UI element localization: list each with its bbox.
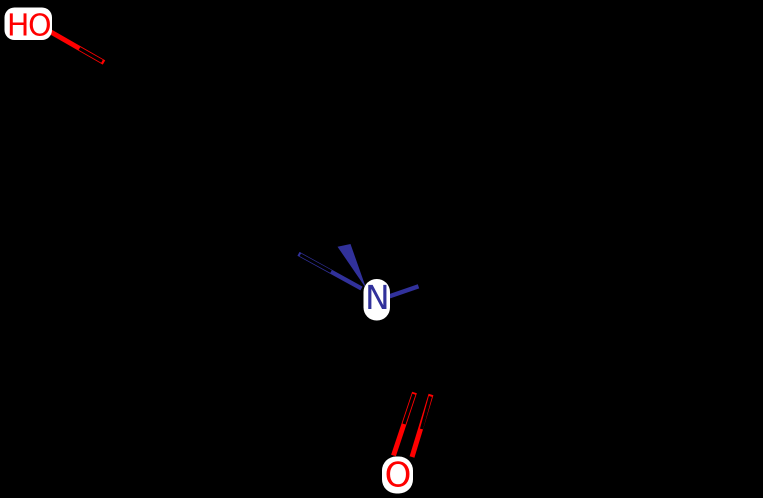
carbonyl-double-bond-left-line-black-half [402,393,416,425]
hydroxyl-label: HO [7,8,50,43]
carbonyl-double-bond-right-line-black-half [419,395,432,430]
nitrogen-carbon-right-bond [388,284,420,299]
hydroxyl-carbon-bond-black-half [78,47,103,63]
carbon-nitrogen-bond-black-half [299,253,332,273]
nitrogen-label-halo [363,279,390,321]
carbonyl-oxygen-label-halo [382,456,413,494]
nitrogen-stereo-wedge [337,244,367,289]
nitrogen-label: N [365,278,390,317]
carbonyl-oxygen-label: O [385,456,412,496]
hydroxyl-label-halo [4,7,52,40]
